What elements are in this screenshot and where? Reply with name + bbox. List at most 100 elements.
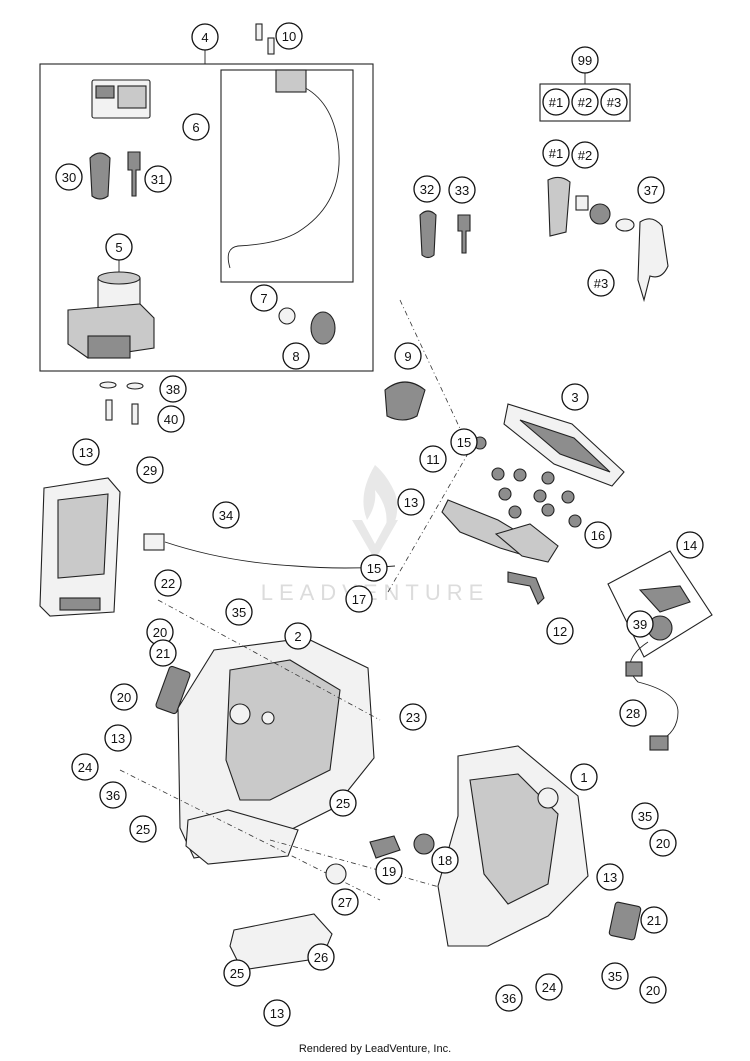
callout-number: 33 xyxy=(455,183,469,198)
callout-14: 14 xyxy=(676,531,704,559)
callout-number: 11 xyxy=(426,452,440,467)
callout-12: 12 xyxy=(546,617,574,645)
callout-35: 35 xyxy=(225,598,253,626)
bolts-40 xyxy=(99,381,144,425)
callout-number: 19 xyxy=(382,864,396,879)
callout-31: 31 xyxy=(144,165,172,193)
callout-number: 1 xyxy=(580,770,587,785)
key-outline xyxy=(637,218,669,303)
callout-circle xyxy=(535,973,563,1001)
callout-40: 40 xyxy=(157,405,185,433)
callout-circle xyxy=(448,176,476,204)
callout-circle xyxy=(99,781,127,809)
callout-7: 7 xyxy=(250,284,278,312)
callout-number: 4 xyxy=(201,30,208,45)
ignition-switch-assembly xyxy=(67,271,155,359)
callout-circle xyxy=(55,163,83,191)
callout-circle xyxy=(331,888,359,916)
instrument-bracket xyxy=(441,499,559,563)
callout-number: 35 xyxy=(232,605,246,620)
callout-number: #1 xyxy=(549,146,563,161)
callout-circle xyxy=(676,531,704,559)
callout-36: 36 xyxy=(99,781,127,809)
callout-circle xyxy=(570,763,598,791)
callout-number: 24 xyxy=(78,760,92,775)
callout-number: 13 xyxy=(79,445,93,460)
callout-hash-3: #3 xyxy=(587,269,615,297)
callout-circle xyxy=(571,141,599,169)
callout-number: 21 xyxy=(647,913,661,928)
callout-19: 19 xyxy=(375,857,403,885)
callout-3: 3 xyxy=(561,383,589,411)
callout-37: 37 xyxy=(637,176,665,204)
callout-32: 32 xyxy=(413,175,441,203)
callout-number: 31 xyxy=(151,172,165,187)
callout-circle xyxy=(282,342,310,370)
callout-number: 20 xyxy=(153,625,167,640)
callout-9: 9 xyxy=(394,342,422,370)
callout-23: 23 xyxy=(399,703,427,731)
callout-2: 2 xyxy=(284,622,312,650)
watermark-text: LEADVENTURE xyxy=(261,580,490,605)
footer-credit: Rendered by LeadVenture, Inc. xyxy=(298,1043,452,1055)
callout-number: 8 xyxy=(292,349,299,364)
callout-13: 13 xyxy=(596,863,624,891)
key-33 xyxy=(457,214,471,254)
callout-circle xyxy=(263,999,291,1027)
callout-20: 20 xyxy=(649,829,677,857)
callout-number: 5 xyxy=(115,240,122,255)
callout-13: 13 xyxy=(397,488,425,516)
callout-36: 36 xyxy=(495,984,523,1012)
callout-circle xyxy=(129,815,157,843)
callout-circle xyxy=(110,683,138,711)
callout-circle xyxy=(600,88,628,116)
callout-circle xyxy=(450,428,478,456)
callout-4: 4 xyxy=(191,23,219,51)
callout-number: 13 xyxy=(603,870,617,885)
callout-39: 39 xyxy=(626,610,654,638)
callout-circle xyxy=(212,501,240,529)
callout-circle xyxy=(250,284,278,312)
cable-bracket xyxy=(275,69,307,93)
callout-11: 11 xyxy=(419,445,447,473)
callout-circle xyxy=(191,23,219,51)
key-fob-32 xyxy=(419,210,437,259)
callout-number: 39 xyxy=(633,617,647,632)
kit-frame xyxy=(39,63,374,372)
callout-number: 7 xyxy=(260,291,267,306)
callout-circle xyxy=(637,176,665,204)
callout-circle xyxy=(431,846,459,874)
callout-circle xyxy=(495,984,523,1012)
callout-35: 35 xyxy=(631,802,659,830)
callout-circle xyxy=(72,438,100,466)
callout-circle xyxy=(275,22,303,50)
callout-circle xyxy=(561,383,589,411)
callout-number: 15 xyxy=(457,435,471,450)
callout-number: 15 xyxy=(367,561,381,576)
key-code-card xyxy=(91,79,151,119)
seal-37 xyxy=(615,218,635,232)
callout-circle xyxy=(619,699,647,727)
callout-number: 28 xyxy=(626,706,640,721)
key-housing-3 xyxy=(589,203,611,225)
callout-13: 13 xyxy=(263,999,291,1027)
callout-circle xyxy=(345,585,373,613)
callout-24: 24 xyxy=(535,973,563,1001)
callout-38: 38 xyxy=(159,375,187,403)
callout-29: 29 xyxy=(136,456,164,484)
sensor-assembly xyxy=(625,585,691,751)
callout-number: 34 xyxy=(219,508,233,523)
callout-15: 15 xyxy=(450,428,478,456)
callout-circle xyxy=(136,456,164,484)
callout-circle xyxy=(154,569,182,597)
callout-number: 38 xyxy=(166,382,180,397)
reflector-21-right xyxy=(608,901,642,941)
callout-99: 99 xyxy=(571,46,599,74)
cable-34 xyxy=(164,541,396,569)
reflector-21-left xyxy=(155,665,191,715)
callout-number: 20 xyxy=(117,690,131,705)
callout-number: 26 xyxy=(314,950,328,965)
callout-circle xyxy=(104,724,132,752)
callout-circle xyxy=(626,610,654,638)
callout-number: #3 xyxy=(594,276,608,291)
